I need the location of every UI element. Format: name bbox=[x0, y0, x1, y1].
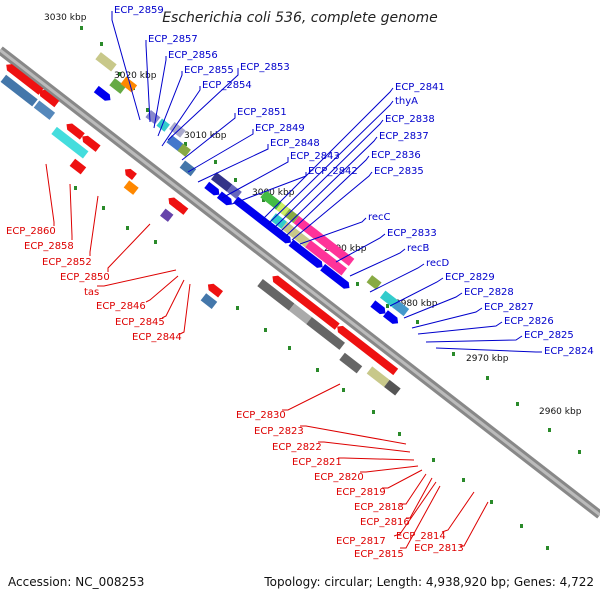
map-title: Escherichia coli 536, complete genome bbox=[162, 10, 438, 26]
scale-label: 3000 kbp bbox=[252, 188, 295, 198]
gene-label: ECP_2830 bbox=[236, 410, 286, 421]
gene-label: ECP_2823 bbox=[254, 426, 304, 437]
gene-label: ECP_2841 bbox=[395, 82, 445, 93]
gene-label: thyA bbox=[395, 96, 418, 107]
reverse-strand-features bbox=[0, 64, 401, 396]
scale-label: 3030 kbp bbox=[44, 13, 87, 23]
gene-label: ECP_2829 bbox=[445, 272, 495, 283]
forward-gene-labels: ECP_2859 ECP_2857 ECP_2856 ECP_2855 ECP_… bbox=[111, 5, 594, 357]
scale-label: 2990 kbp bbox=[324, 244, 367, 254]
gene-label: ECP_2851 bbox=[237, 107, 287, 118]
gene-label: recD bbox=[426, 258, 450, 269]
gene-label: ECP_2826 bbox=[504, 316, 554, 327]
gene-label: ECP_2835 bbox=[374, 166, 424, 177]
gene-label: ECP_2819 bbox=[336, 487, 386, 498]
gene-label: ECP_2821 bbox=[292, 457, 342, 468]
gene-label: ECP_2813 bbox=[414, 543, 464, 554]
gene-label: ECP_2814 bbox=[396, 531, 446, 542]
gene-label: recB bbox=[407, 243, 430, 254]
gene-label: ECP_2843 bbox=[290, 151, 340, 162]
gene-label: ECP_2848 bbox=[270, 138, 320, 149]
scale-label: 3010 kbp bbox=[184, 131, 227, 141]
backbone bbox=[0, 46, 600, 519]
gene-label: ECP_2856 bbox=[168, 50, 218, 61]
gene-label: ECP_2822 bbox=[272, 442, 322, 453]
gene-label: ECP_2845 bbox=[115, 317, 165, 328]
gene-label: ECP_2817 bbox=[336, 536, 386, 547]
gene-label: ECP_2857 bbox=[148, 34, 198, 45]
accession-text: Accession: NC_008253 bbox=[8, 575, 144, 589]
gene-label: ECP_2853 bbox=[240, 62, 290, 73]
gene-label: ECP_2828 bbox=[464, 287, 514, 298]
gene-label: ECP_2824 bbox=[544, 346, 594, 357]
reverse-gene-labels: ECP_2860 ECP_2858 ECP_2852 ECP_2850 tas … bbox=[6, 163, 489, 560]
topology-text: Topology: circular; Length: 4,938,920 bp… bbox=[263, 575, 594, 589]
gene-label: tas bbox=[84, 287, 99, 298]
gene-label: ECP_2836 bbox=[371, 150, 421, 161]
gene-label: ECP_2820 bbox=[314, 472, 364, 483]
gene-label: ECP_2854 bbox=[202, 80, 252, 91]
forward-strand-features bbox=[93, 52, 410, 324]
gene-label: ECP_2850 bbox=[60, 272, 110, 283]
gene-label: ECP_2860 bbox=[6, 226, 56, 237]
gene-label: ECP_2846 bbox=[96, 301, 146, 312]
scale-labels: 3030 kbp 3020 kbp 3010 kbp 3000 kbp 2990… bbox=[44, 13, 582, 417]
gene-label: ECP_2858 bbox=[24, 241, 74, 252]
gene-label: ECP_2815 bbox=[354, 549, 404, 560]
gene-label: ECP_2827 bbox=[484, 302, 534, 313]
scale-label: 2980 kbp bbox=[395, 299, 438, 309]
gene-label: ECP_2849 bbox=[255, 123, 305, 134]
gene-label: ECP_2844 bbox=[132, 332, 182, 343]
scale-label: 3020 kbp bbox=[114, 71, 157, 81]
gene-label: ECP_2838 bbox=[385, 114, 435, 125]
gene-label: ECP_2859 bbox=[114, 5, 164, 16]
scale-label: 2960 kbp bbox=[539, 407, 582, 417]
gene-label: ECP_2816 bbox=[360, 517, 410, 528]
gene-label: ECP_2825 bbox=[524, 330, 574, 341]
gene-label: ECP_2842 bbox=[308, 166, 358, 177]
gene-label: ECP_2818 bbox=[354, 502, 404, 513]
gene-label: recC bbox=[368, 212, 391, 223]
scale-label: 2970 kbp bbox=[466, 354, 509, 364]
gene-label: ECP_2855 bbox=[184, 65, 234, 76]
gene-label: ECP_2852 bbox=[42, 257, 92, 268]
gene-label: ECP_2833 bbox=[387, 228, 437, 239]
gene-label: ECP_2837 bbox=[379, 131, 429, 142]
